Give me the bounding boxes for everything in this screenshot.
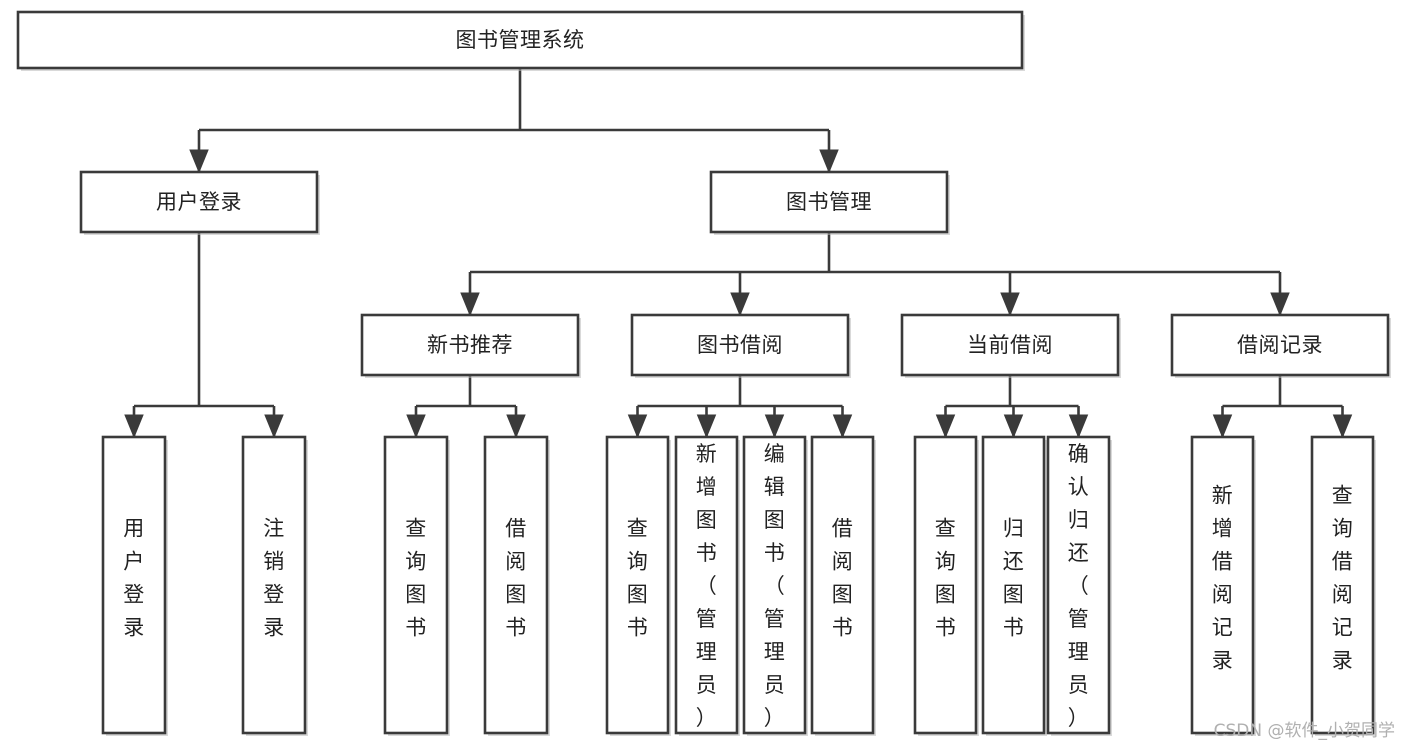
- connector-group: [189, 68, 839, 174]
- connector-arrowhead: [1068, 414, 1089, 439]
- node-label: 新增借阅记录: [1212, 484, 1234, 673]
- connector-arrowhead: [1270, 292, 1290, 317]
- nodes-layer: 图书管理系统用户登录图书管理新书推荐图书借阅当前借阅借阅记录用户登录注销登录查询…: [16, 10, 1391, 736]
- node-label: 新书推荐: [427, 333, 513, 357]
- node-leaf-logout[interactable]: 注销登录: [241, 435, 308, 736]
- connector-group: [1212, 375, 1353, 439]
- connector-arrowhead: [460, 292, 480, 317]
- connector-arrowhead: [1332, 414, 1353, 439]
- node-label: 注销登录: [263, 517, 285, 640]
- node-leaf-confirm-return[interactable]: 确认归还（管理员）: [1046, 435, 1112, 736]
- connector-arrowhead: [1212, 414, 1233, 439]
- node-label: 查询借阅记录: [1332, 484, 1354, 673]
- node-label: 图书管理系统: [456, 28, 585, 52]
- connector-arrowhead: [264, 414, 284, 439]
- node-label: 编辑图书（管理员）: [764, 442, 786, 730]
- node-label: 图书管理: [786, 190, 872, 214]
- node-leaf-add-book[interactable]: 新增图书（管理员）: [674, 435, 740, 736]
- node-label: 用户登录: [123, 517, 145, 640]
- node-leaf-borrow-book-1[interactable]: 借阅图书: [483, 435, 550, 736]
- node-label: 确认归还（管理员）: [1068, 442, 1090, 730]
- connector-arrowhead: [832, 414, 853, 439]
- node-leaf-user-login[interactable]: 用户登录: [101, 435, 168, 736]
- connector-arrowhead: [406, 414, 426, 439]
- node-label: 查询图书: [935, 517, 957, 640]
- connector-arrowhead: [696, 414, 717, 439]
- node-label: 查询图书: [627, 517, 649, 640]
- node-leaf-query-book-3[interactable]: 查询图书: [913, 435, 979, 736]
- node-new-book-recommend[interactable]: 新书推荐: [360, 313, 581, 378]
- node-root-root[interactable]: 图书管理系统: [16, 10, 1025, 71]
- node-label: 借阅图书: [832, 517, 854, 640]
- node-leaf-add-record[interactable]: 新增借阅记录: [1190, 435, 1256, 736]
- node-label: 借阅图书: [505, 517, 527, 640]
- connector-group: [124, 232, 284, 439]
- connector-group: [460, 232, 1290, 317]
- node-leaf-query-book-2[interactable]: 查询图书: [605, 435, 671, 736]
- node-label: 当前借阅: [967, 333, 1053, 357]
- node-borrow-records[interactable]: 借阅记录: [1170, 313, 1391, 378]
- node-label: 归还图书: [1003, 517, 1025, 640]
- node-current-borrow[interactable]: 当前借阅: [900, 313, 1121, 378]
- connector-arrowhead: [627, 414, 648, 439]
- connector-arrowhead: [730, 292, 750, 317]
- connector-arrowhead: [506, 414, 526, 439]
- node-label: 借阅记录: [1237, 333, 1323, 357]
- node-leaf-borrow-book-2[interactable]: 借阅图书: [810, 435, 876, 736]
- node-label: 新增图书（管理员）: [696, 442, 718, 730]
- node-book-borrow[interactable]: 图书借阅: [630, 313, 851, 378]
- connector-arrowhead: [819, 149, 839, 174]
- connectors-layer: [124, 68, 1353, 439]
- node-leaf-query-record[interactable]: 查询借阅记录: [1310, 435, 1376, 736]
- node-label: 用户登录: [156, 190, 242, 214]
- node-book-management[interactable]: 图书管理: [709, 170, 950, 235]
- node-leaf-edit-book[interactable]: 编辑图书（管理员）: [742, 435, 808, 736]
- connector-group: [627, 375, 853, 439]
- connector-arrowhead: [764, 414, 785, 439]
- node-label: 查询图书: [405, 517, 427, 640]
- csdn-watermark: CSDN @软件_小贺同学: [1213, 721, 1395, 741]
- node-user-login[interactable]: 用户登录: [79, 170, 320, 235]
- node-leaf-query-book-1[interactable]: 查询图书: [383, 435, 450, 736]
- connector-arrowhead: [189, 149, 209, 174]
- connector-arrowhead: [1003, 414, 1024, 439]
- connector-group: [935, 375, 1089, 439]
- connector-arrowhead: [124, 414, 144, 439]
- connector-arrowhead: [1000, 292, 1020, 317]
- node-label: 图书借阅: [697, 333, 783, 357]
- connector-arrowhead: [935, 414, 956, 439]
- node-leaf-return-book[interactable]: 归还图书: [981, 435, 1047, 736]
- connector-group: [406, 375, 526, 439]
